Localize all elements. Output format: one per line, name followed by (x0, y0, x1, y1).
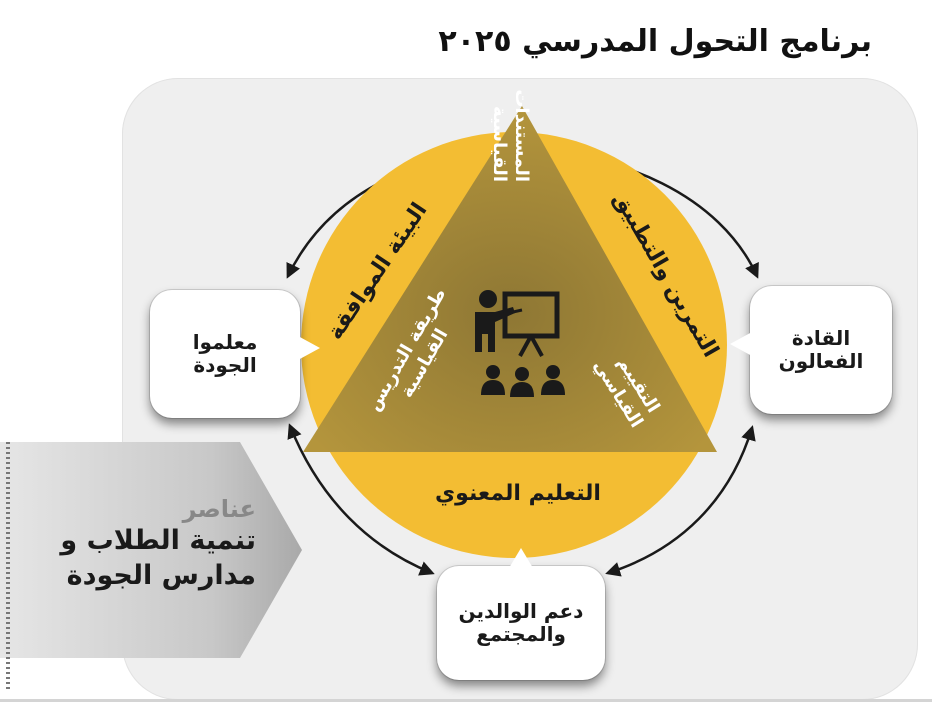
elements-line-1: تنمية الطلاب و (60, 525, 256, 556)
cycle-arrow-left (287, 423, 435, 576)
page-title: برنامج التحول المدرسي ٢٠٢٥ (438, 24, 872, 59)
elements-arrow-shape (0, 442, 302, 658)
callout-effective-leaders: القادة الفعالون (730, 286, 892, 414)
circle-label-bottom: التعليم المعنوي (435, 481, 601, 506)
callout-quality-teachers: معلموا الجودة (150, 290, 320, 418)
callout-leaders-line2: الفعالون (778, 349, 864, 373)
elements-heading: عناصر (182, 495, 256, 523)
callout-tail (509, 548, 533, 568)
callout-teachers-line2: الجودة (193, 353, 257, 377)
bottom-divider (0, 699, 932, 702)
elements-line-2: مدارس الجودة (66, 560, 256, 592)
cycle-arrow-right (605, 425, 756, 577)
callout-tail (298, 336, 320, 360)
callout-tail (730, 332, 752, 356)
teacher-presenting-icon (475, 290, 565, 397)
callout-parents-line2: والمجتمع (476, 622, 566, 646)
inner-triangle (303, 106, 717, 452)
callout-leaders-line1: القادة (791, 326, 851, 350)
triangle-label-top: المستندات القياسية (489, 83, 532, 182)
callout-parents-line1: دعم الوالدين (458, 599, 584, 623)
elements-label: عناصر تنمية الطلاب و مدارس الجودة (6, 495, 256, 593)
callout-teachers-line1: معلموا (192, 330, 258, 354)
callout-parents-community: دعم الوالدين والمجتمع (437, 548, 605, 680)
